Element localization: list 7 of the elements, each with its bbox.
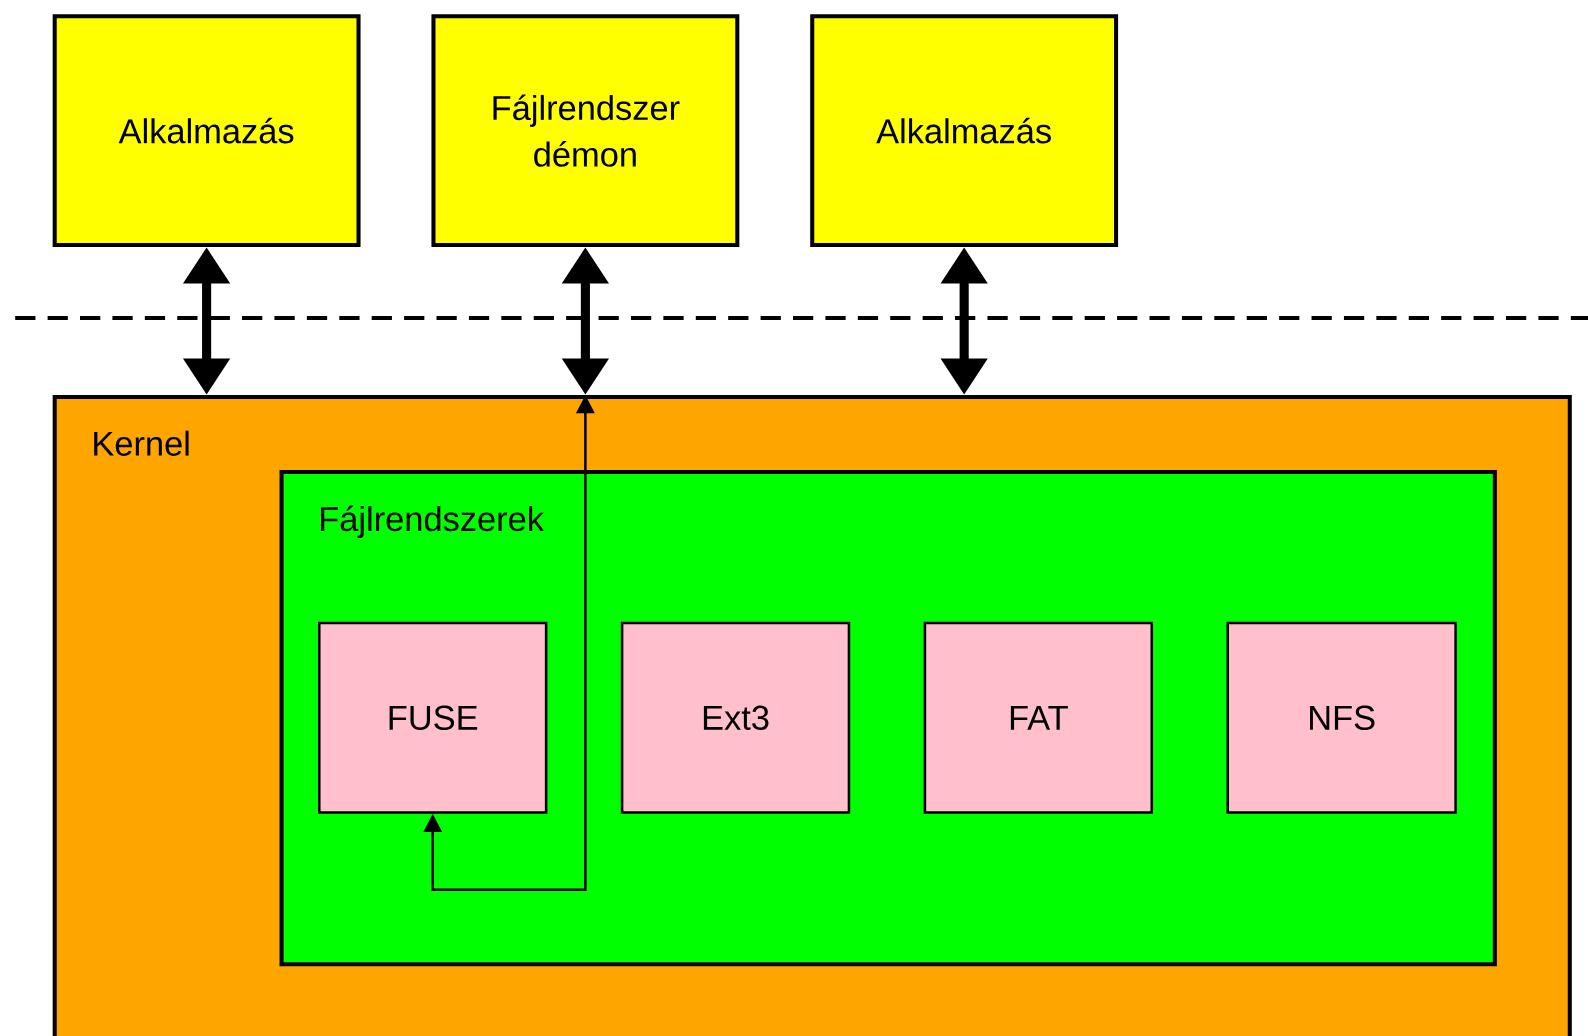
application-box: Alkalmazás [52,14,361,248]
filesystem-box: Ext3 [620,621,851,814]
application-box: Alkalmazás [810,14,1119,248]
filesystem-box: FUSE [318,621,548,814]
daemon-box: Fájlrendszer démon [431,14,740,248]
filesystem-box: NFS [1226,621,1457,814]
filesystem-box: FAT [923,621,1154,814]
